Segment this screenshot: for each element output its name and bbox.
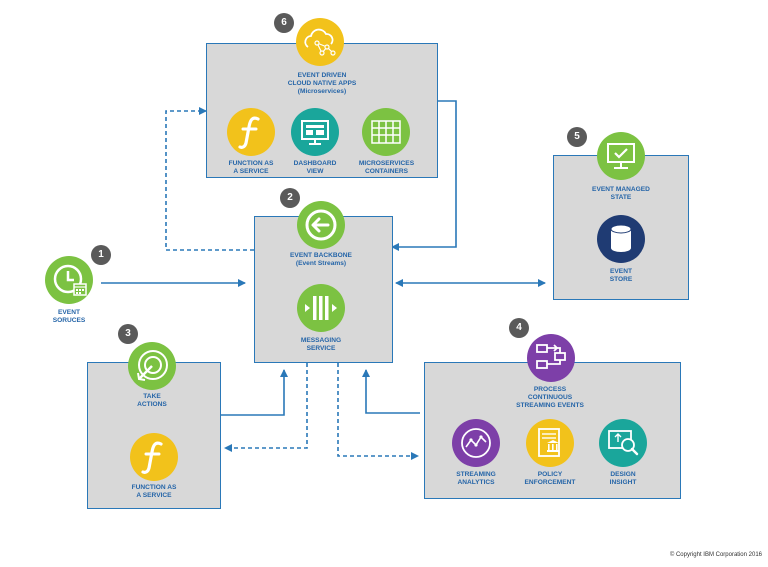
- cloud-network-icon: [296, 18, 344, 66]
- step-badge-5: 5: [567, 127, 587, 147]
- analytics-icon: [452, 419, 500, 467]
- label-dashboard-view: DASHBOARD VIEW: [293, 160, 337, 175]
- function-icon: [130, 433, 178, 481]
- connector-backbone-to-apps: [165, 107, 254, 251]
- flow-process-icon: [527, 334, 575, 382]
- containers-icon: [362, 108, 410, 156]
- label-messaging-service: MESSAGING SERVICE: [300, 337, 342, 352]
- database-icon: [597, 215, 645, 263]
- back-arrow-icon: [297, 201, 345, 249]
- policy-document-icon: [526, 419, 574, 467]
- label-microservices-containers: MICROSERVICES CONTAINERS: [358, 160, 415, 175]
- step-badge-2: 2: [280, 188, 300, 208]
- label-event-sources: EVENT SORUCES: [52, 309, 86, 324]
- connector-backbone-to-process: [337, 363, 419, 460]
- clock-calendar-icon: [45, 256, 93, 304]
- connector-actions-to-backbone: [221, 369, 288, 416]
- label-take-actions: TAKE ACTIONS: [137, 393, 167, 408]
- label-design-insight: DESIGN INSIGHT: [609, 471, 637, 486]
- step-badge-6: 6: [274, 13, 294, 33]
- connector-process-to-backbone: [362, 369, 420, 414]
- dashboard-icon: [291, 108, 339, 156]
- label-policy-enforcement: POLICY ENFORCEMENT: [524, 471, 576, 486]
- step-badge-3: 3: [118, 324, 138, 344]
- copyright-text: © Copyright IBM Corporation 2016: [669, 552, 762, 558]
- messaging-icon: [297, 284, 345, 332]
- label-event-backbone: EVENT BACKBONE (Event Streams): [290, 252, 352, 267]
- step-badge-4: 4: [509, 318, 529, 338]
- label-event-driven-apps: EVENT DRIVEN CLOUD NATIVE APPS (Microser…: [287, 72, 357, 95]
- label-streaming-analytics: STREAMING ANALYTICS: [456, 471, 496, 486]
- label-function-as-service-top: FUNCTION AS A SERVICE: [228, 160, 274, 175]
- label-function-as-service-bottom: FUNCTION AS A SERVICE: [131, 484, 177, 499]
- connector-backbone-to-actions: [224, 363, 308, 452]
- label-event-store: EVENT STORE: [609, 268, 633, 283]
- step-badge-1: 1: [91, 245, 111, 265]
- target-arrow-icon: [128, 342, 176, 390]
- label-event-managed-state: EVENT MANAGED STATE: [592, 186, 650, 201]
- design-insight-icon: [599, 419, 647, 467]
- label-process-streaming: PROCESS CONTINUOUS STREAMING EVENTS: [516, 386, 584, 409]
- function-icon: [227, 108, 275, 156]
- connector-apps-to-backbone: [391, 100, 457, 251]
- monitor-check-icon: [597, 132, 645, 180]
